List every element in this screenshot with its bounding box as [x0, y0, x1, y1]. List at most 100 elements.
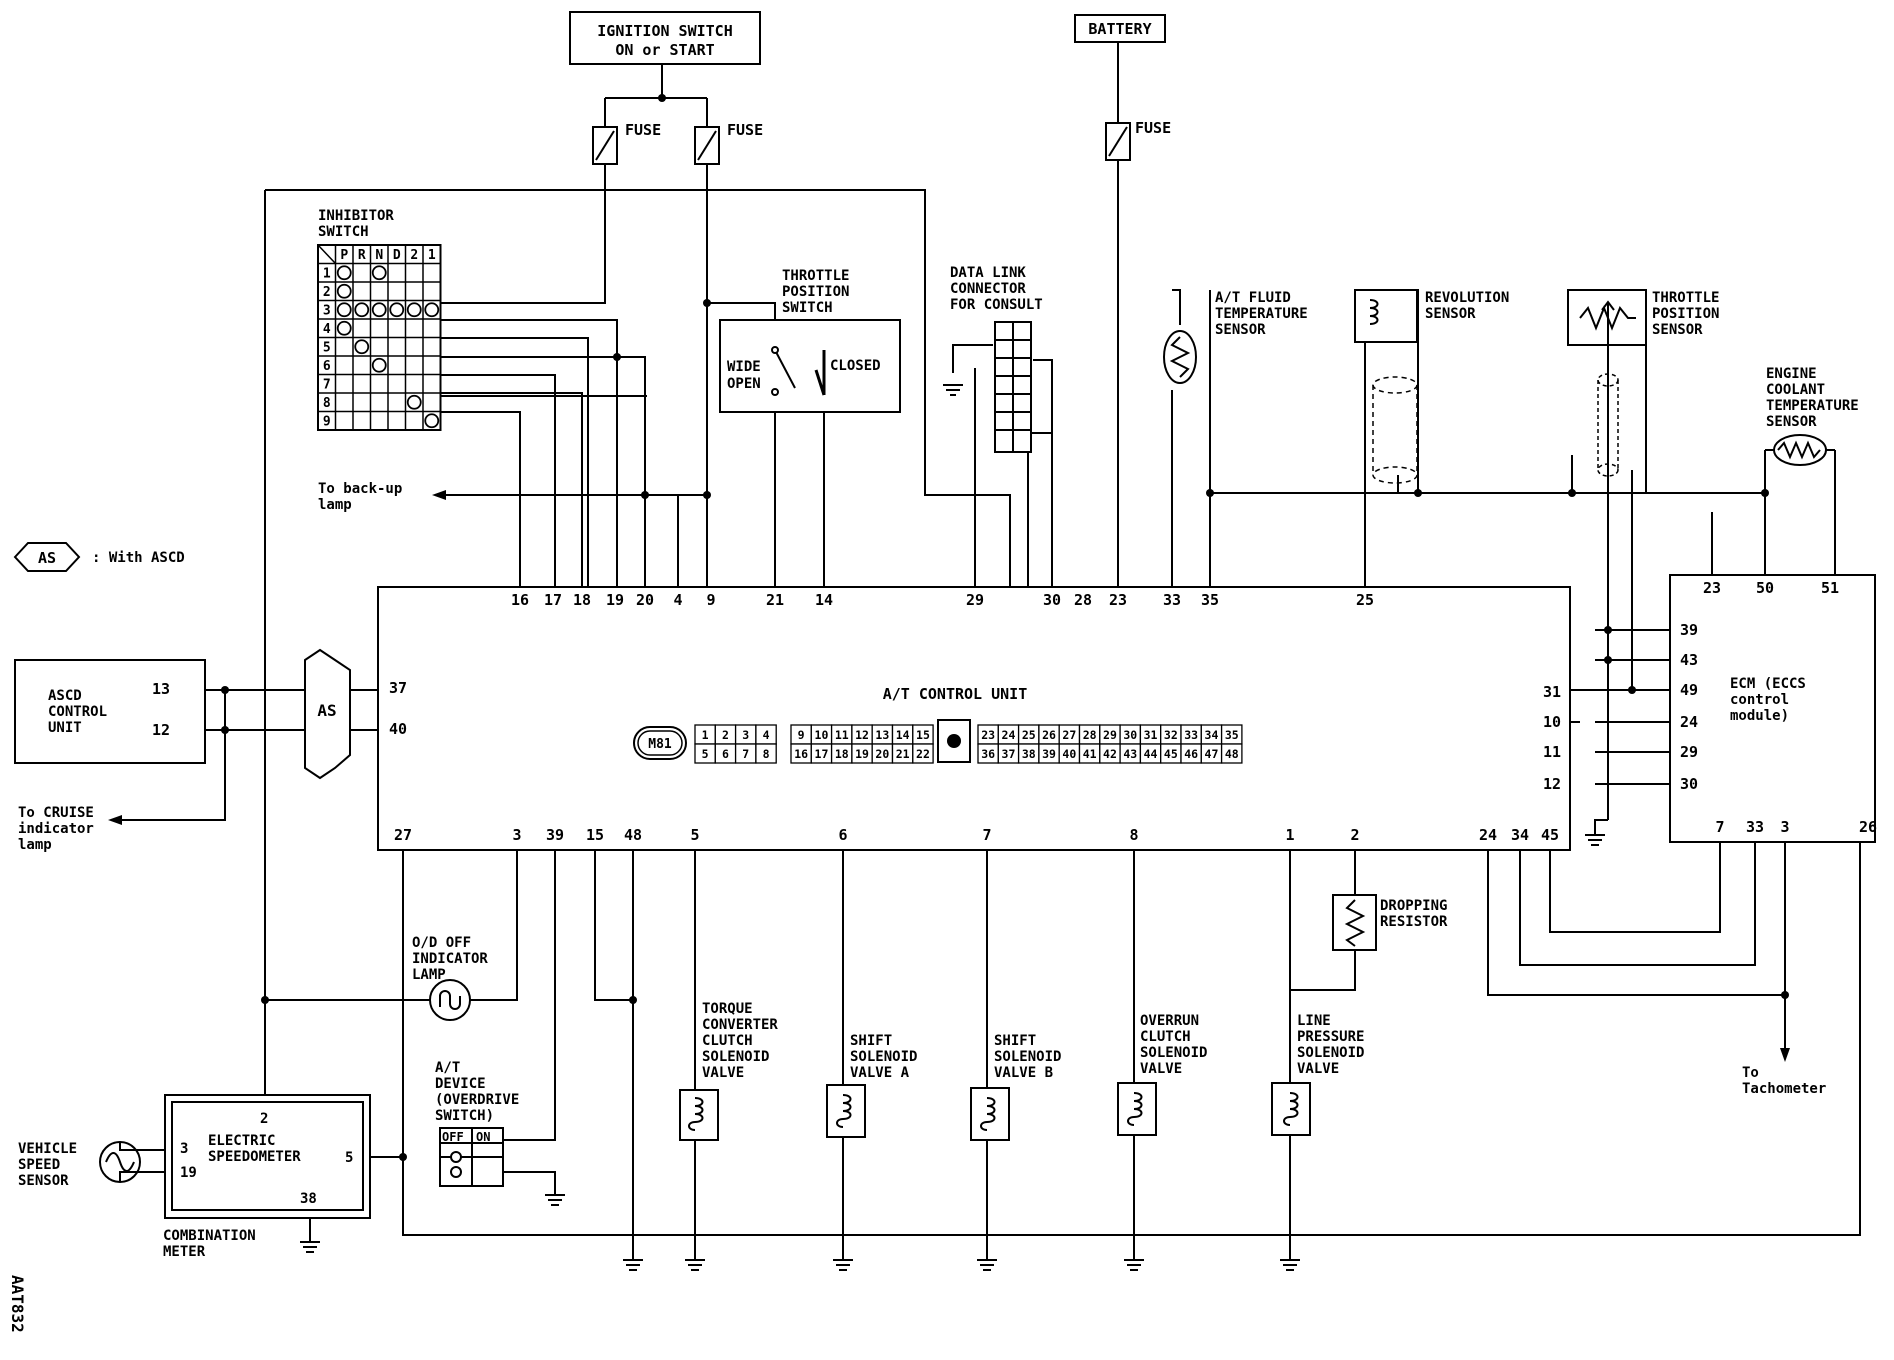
- tcu-pin: 8: [1129, 826, 1138, 844]
- connector-cell: 28: [1083, 728, 1097, 742]
- svg-text:TEMPERATURE: TEMPERATURE: [1766, 398, 1859, 414]
- ecm-pin: 7: [1715, 818, 1724, 836]
- tcu-pin: 37: [389, 679, 407, 697]
- svg-text:ENGINE: ENGINE: [1766, 366, 1817, 382]
- svg-text:COOLANT: COOLANT: [1766, 382, 1825, 398]
- connector-cell: 5: [702, 747, 709, 761]
- ignition-switch: IGNITION SWITCH ON or START: [569, 11, 761, 65]
- svg-text:To CRUISE: To CRUISE: [18, 805, 94, 821]
- connector-cell: 3: [742, 728, 749, 742]
- connector-cell: 18: [835, 747, 849, 761]
- connector-cell: 33: [1184, 728, 1198, 742]
- connector-cell: 4: [763, 728, 770, 742]
- svg-text:THROTTLE: THROTTLE: [782, 268, 849, 284]
- svg-text:TORQUE: TORQUE: [702, 1001, 753, 1017]
- ecm-pin: 39: [1680, 621, 1698, 639]
- connector-cell: 15: [916, 728, 930, 742]
- svg-text:SOLENOID: SOLENOID: [1297, 1045, 1364, 1061]
- svg-text:SOLENOID: SOLENOID: [702, 1049, 769, 1065]
- switch-mark: [424, 413, 440, 429]
- tcu-pin: 40: [389, 720, 407, 738]
- switch-mark: [336, 302, 352, 318]
- tcu-pin: 1: [1285, 826, 1294, 844]
- svg-text:SWITCH: SWITCH: [318, 224, 369, 240]
- svg-text:BATTERY: BATTERY: [1088, 20, 1151, 38]
- svg-text:VALVE: VALVE: [1297, 1061, 1339, 1077]
- connector-cell: 34: [1205, 728, 1219, 742]
- switch-mark: [389, 302, 405, 318]
- svg-text:DROPPING: DROPPING: [1380, 898, 1447, 914]
- svg-text:SENSOR: SENSOR: [1425, 306, 1476, 322]
- tcu-pin: 45: [1541, 826, 1559, 844]
- throttle-position-switch: THROTTLE POSITION SWITCH WIDE OPEN CLOSE…: [719, 268, 901, 413]
- svg-text:ON or START: ON or START: [615, 41, 714, 59]
- svg-text:ELECTRIC: ELECTRIC: [208, 1133, 275, 1149]
- switch-mark: [424, 302, 440, 318]
- inhibitor-row: 5: [323, 341, 331, 356]
- svg-text:SOLENOID: SOLENOID: [850, 1049, 917, 1065]
- svg-text:PRESSURE: PRESSURE: [1297, 1029, 1364, 1045]
- svg-text:ON: ON: [476, 1130, 490, 1144]
- ecm-pin: 23: [1703, 579, 1721, 597]
- ecm-pin: 29: [1680, 743, 1698, 761]
- svg-text:LINE: LINE: [1297, 1013, 1331, 1029]
- tcu-pin: 27: [394, 826, 412, 844]
- svg-text:12: 12: [152, 721, 170, 739]
- tcu-pin: 23: [1109, 591, 1127, 609]
- tcu-pin: 25: [1356, 591, 1374, 609]
- coolant-temp-sensor: ENGINE COOLANT TEMPERATURE SENSOR: [1765, 366, 1859, 466]
- switch-mark: [371, 302, 387, 318]
- svg-text:5: 5: [345, 1150, 353, 1166]
- throttle-position-sensor: THROTTLE POSITION SENSOR: [1567, 289, 1719, 477]
- svg-text:SENSOR: SENSOR: [18, 1173, 69, 1189]
- wiring: [120, 42, 1861, 1260]
- connector-cell: 43: [1123, 747, 1137, 761]
- ecm-pin: 3: [1780, 818, 1789, 836]
- connector-cell: 11: [835, 728, 849, 742]
- ground-datalink: [943, 384, 963, 396]
- svg-text:INHIBITOR: INHIBITOR: [318, 208, 394, 224]
- cruise-label: To CRUISE indicator lamp: [18, 805, 122, 853]
- fluid-temp-sensor: A/T FLUID TEMPERATURE SENSOR: [1163, 290, 1308, 384]
- switch-mark: [336, 283, 352, 299]
- connector-cell: 36: [981, 747, 995, 761]
- tcu-pin: 6: [838, 826, 847, 844]
- ground-symbol: [1124, 1259, 1144, 1271]
- tcu-pin: 39: [546, 826, 564, 844]
- inhibitor-row: 2: [323, 285, 331, 300]
- inhibitor-row: 6: [323, 359, 331, 374]
- tcu-pin: 4: [673, 591, 682, 609]
- connector-cell: 6: [722, 747, 729, 761]
- tcu-pin: 35: [1201, 591, 1219, 609]
- connector-cell: 21: [896, 747, 910, 761]
- svg-text:VALVE A: VALVE A: [850, 1065, 910, 1081]
- svg-text:To: To: [1742, 1065, 1759, 1081]
- tcu-pin: 18: [573, 591, 591, 609]
- junction-dots: [221, 94, 1789, 1161]
- svg-text:FUSE: FUSE: [625, 121, 661, 139]
- ecm-pin: 33: [1746, 818, 1764, 836]
- as-note: AS : With ASCD: [13, 542, 185, 572]
- connector-cell: 8: [763, 747, 770, 761]
- tcu-pin: 21: [766, 591, 784, 609]
- inhibitor-column: 2: [410, 248, 418, 263]
- svg-text:OVERRUN: OVERRUN: [1140, 1013, 1199, 1029]
- svg-text:ASCD: ASCD: [48, 688, 82, 704]
- vehicle-speed-sensor: VEHICLE SPEED SENSOR: [18, 1141, 158, 1189]
- tcu-pin: 2: [1350, 826, 1359, 844]
- ground-symbol: [1280, 1259, 1300, 1271]
- tcu-pin: 19: [606, 591, 624, 609]
- svg-text:3: 3: [180, 1141, 188, 1157]
- fuse-3: FUSE: [1105, 119, 1171, 161]
- battery-label: BATTERY: [1074, 14, 1166, 43]
- ground-symbol: [1585, 834, 1605, 846]
- svg-text:(OVERDRIVE: (OVERDRIVE: [435, 1092, 519, 1108]
- connector-cell: 41: [1083, 747, 1097, 761]
- fuse-2: FUSE: [694, 121, 763, 165]
- connector-cell: 25: [1022, 728, 1036, 742]
- connector-cell: 32: [1164, 728, 1178, 742]
- inhibitor-row: 8: [323, 396, 331, 411]
